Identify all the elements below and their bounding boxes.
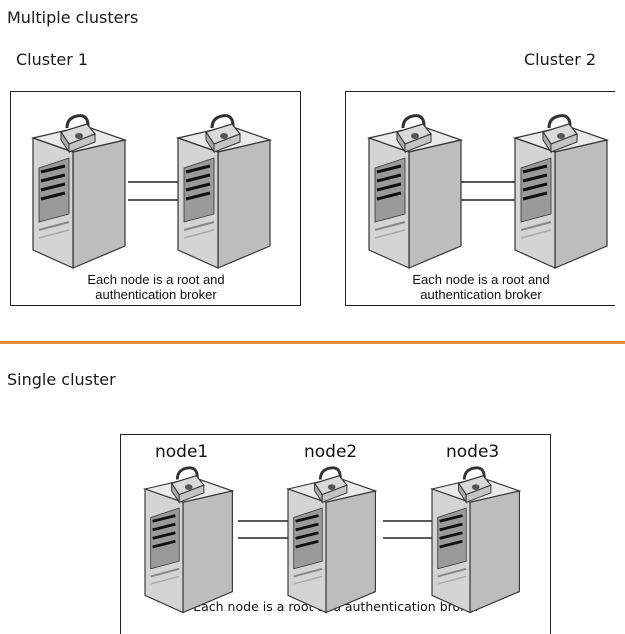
- padlock-icon: [205, 114, 241, 154]
- padlock-icon: [457, 466, 492, 504]
- node2-server: [285, 466, 378, 614]
- server-icon: [30, 125, 128, 269]
- cluster-1-caption: Each node is a root and authentication b…: [87, 272, 225, 302]
- single-link-2-3: [383, 520, 438, 539]
- cluster-1-label: Cluster 1: [16, 50, 89, 69]
- node1-label: node1: [155, 442, 209, 462]
- padlock-icon: [170, 466, 205, 504]
- cluster-1-server-a: [30, 114, 128, 269]
- node2-label: node2: [304, 442, 358, 462]
- cluster-2-label: Cluster 2: [524, 50, 597, 69]
- cluster-2-server-b: [512, 114, 610, 269]
- section-divider: [0, 341, 625, 344]
- cluster-2-server-a: [366, 114, 464, 269]
- cluster-2-caption: Each node is a root and authentication b…: [412, 272, 550, 302]
- node3-label: node3: [446, 442, 500, 462]
- single-cluster-heading: Single cluster: [7, 370, 116, 389]
- single-link-1-2: [238, 520, 293, 539]
- server-icon: [175, 125, 273, 269]
- padlock-icon: [542, 114, 578, 154]
- padlock-icon: [313, 466, 348, 504]
- server-icon: [285, 477, 378, 614]
- server-icon: [512, 125, 610, 269]
- node3-server: [429, 466, 522, 614]
- cluster-1-link: [128, 181, 183, 201]
- server-icon: [429, 477, 522, 614]
- padlock-icon: [396, 114, 432, 154]
- padlock-icon: [60, 114, 96, 154]
- node1-server: [142, 466, 235, 614]
- cluster-1-server-b: [175, 114, 273, 269]
- multiple-clusters-heading: Multiple clusters: [7, 8, 139, 27]
